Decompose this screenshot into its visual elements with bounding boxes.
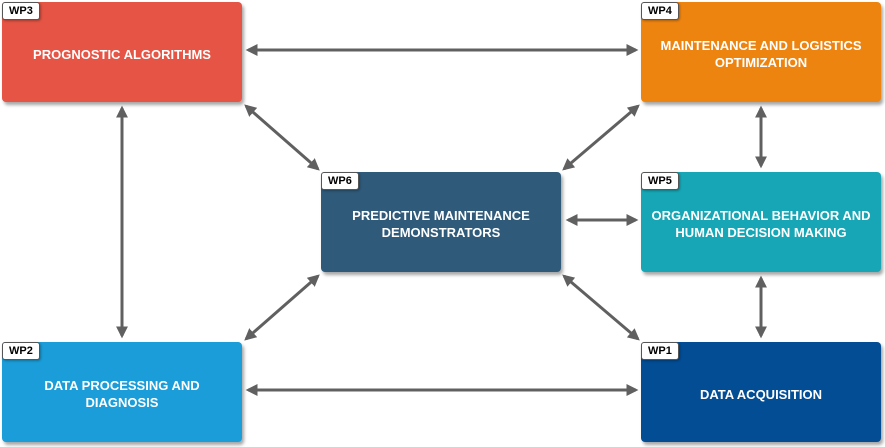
wp2-tag: WP2 — [2, 342, 40, 360]
wp3-title: PROGNOSTIC ALGORITHMS — [33, 46, 211, 62]
wp6-title: PREDICTIVE MAINTENANCE DEMONSTRATORS — [352, 208, 530, 240]
wp4-title: MAINTENANCE AND LOGISTICS OPTIMIZATION — [660, 38, 862, 70]
wp2-box: WP2 DATA PROCESSING AND DIAGNOSIS — [2, 342, 242, 442]
wp6-box: WP6 PREDICTIVE MAINTENANCE DEMONSTRATORS — [321, 172, 561, 272]
wp3-tag: WP3 — [2, 2, 40, 20]
wp1-tag: WP1 — [641, 342, 679, 360]
wp3-box: WP3 PROGNOSTIC ALGORITHMS — [2, 2, 242, 102]
wp6-tag: WP6 — [321, 172, 359, 190]
wp1-title: DATA ACQUISITION — [699, 386, 823, 402]
arrow-wp3-wp6 — [244, 104, 320, 171]
wp4-tag: WP4 — [641, 2, 679, 20]
arrow-wp6-wp4 — [562, 104, 640, 171]
wp5-tag: WP5 — [641, 172, 679, 190]
wp1-box: WP1 DATA ACQUISITION — [641, 342, 881, 442]
wp5-box: WP5 ORGANIZATIONAL BEHAVIOR AND HUMAN DE… — [641, 172, 881, 272]
wp5-title: ORGANIZATIONAL BEHAVIOR AND HUMAN DECISI… — [651, 208, 871, 240]
arrow-wp6-wp1 — [562, 274, 640, 341]
arrow-wp6-wp2 — [244, 274, 320, 341]
wp2-title: DATA PROCESSING AND DIAGNOSIS — [44, 378, 200, 410]
wp4-box: WP4 MAINTENANCE AND LOGISTICS OPTIMIZATI… — [641, 2, 881, 102]
